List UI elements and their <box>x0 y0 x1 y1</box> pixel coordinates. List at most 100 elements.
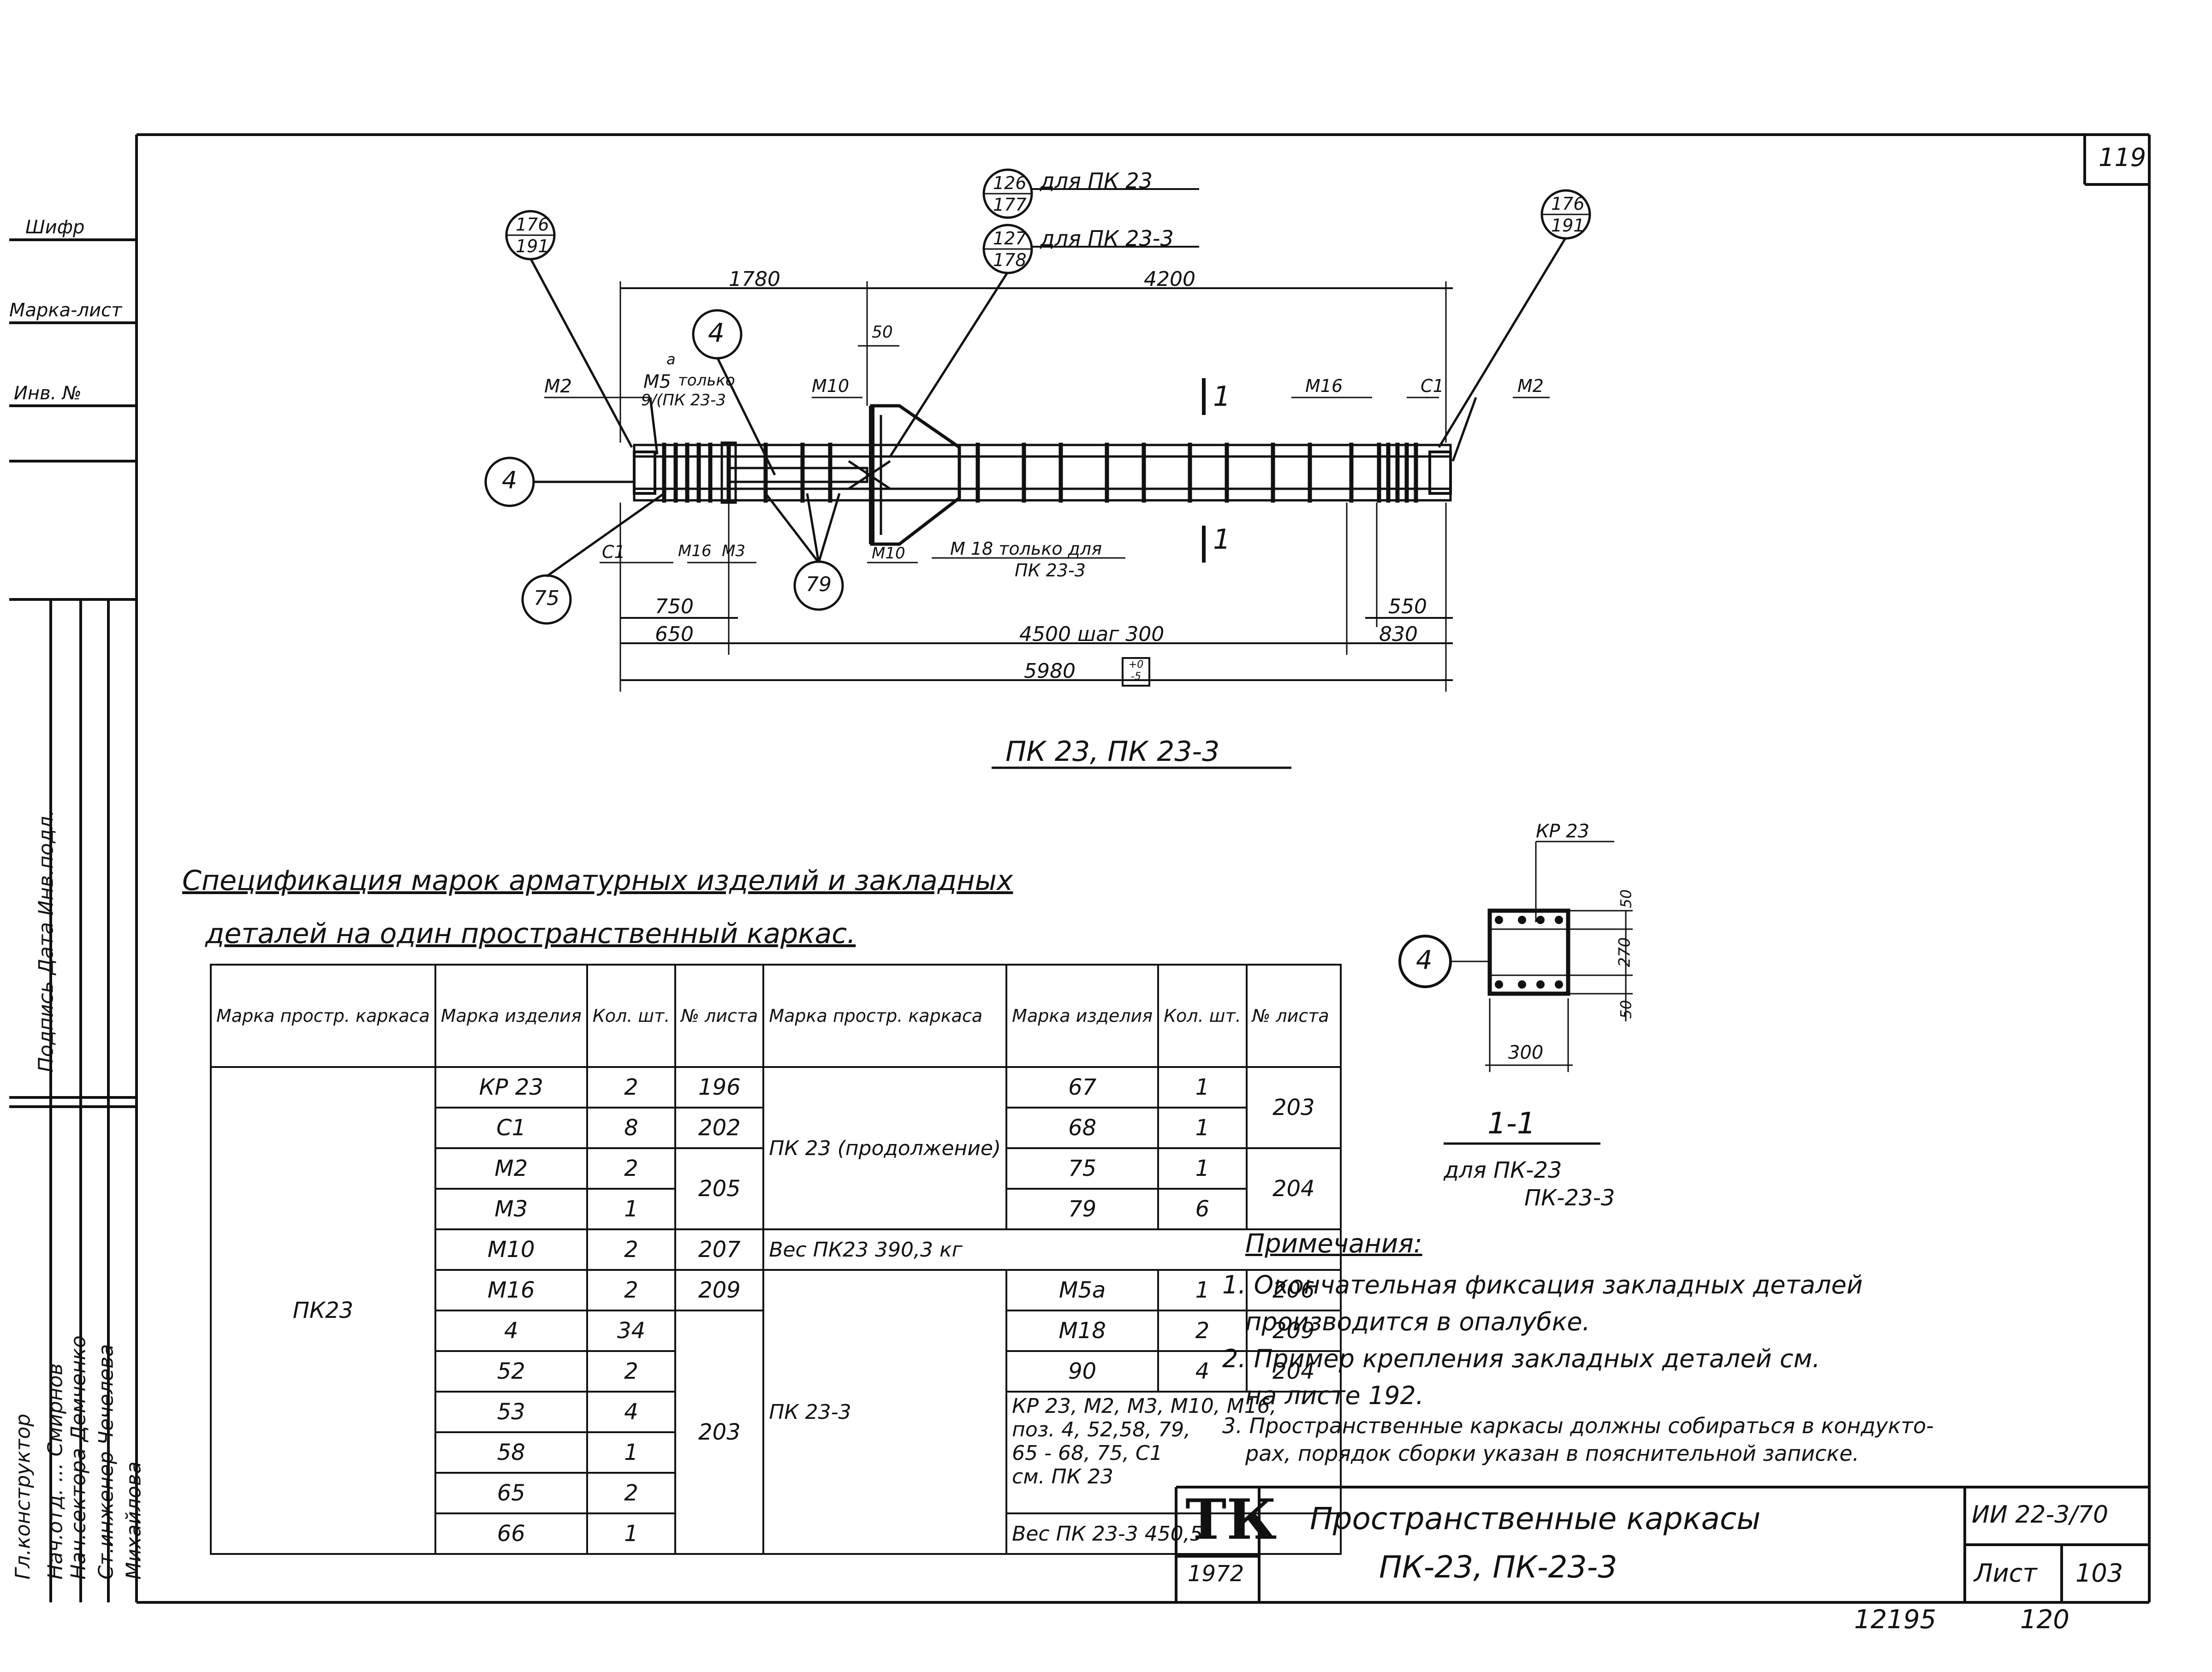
ref-pk233-label: для ПК 23-3 <box>1040 226 1174 251</box>
table-row: М10 2 207 Вес ПК23 390,3 кг <box>211 1228 1342 1271</box>
cell: 205 <box>674 1147 765 1230</box>
cell: 66 <box>434 1512 588 1555</box>
tk-logo: ТК <box>1185 1487 1277 1552</box>
dim-750: 750 <box>655 595 694 618</box>
ref-right-num: 176 <box>1551 194 1585 214</box>
tol-plus: +0 <box>1128 659 1144 670</box>
table-row: 66 1 Вес ПК 23-3 450,5 <box>211 1512 1342 1555</box>
cell: 209 <box>674 1269 765 1311</box>
table-row: М16 2 209 ПК 23-3 М5а 1 206 <box>211 1269 1342 1555</box>
section-mark-bottom: 1 <box>1213 523 1231 556</box>
section-dim-300: 300 <box>1508 1042 1544 1063</box>
cell: 196 <box>674 1066 765 1109</box>
cell: 4 <box>586 1391 677 1433</box>
cell: 8 <box>586 1107 677 1149</box>
cell: 1 <box>586 1431 677 1474</box>
cell: 6 <box>1157 1188 1248 1230</box>
label-only: только <box>678 371 735 390</box>
dim-4500: 4500 шаг 300 <box>1019 623 1165 646</box>
cell: 65 <box>434 1472 588 1514</box>
cell: 90 <box>1005 1350 1160 1393</box>
spec-left-group: ПК23 <box>210 1066 436 1555</box>
cell: 202 <box>674 1107 765 1149</box>
spec-h-3: № листа <box>674 964 765 1068</box>
spec-h-2: Кол. шт. <box>586 964 677 1068</box>
circle-75-text: 75 <box>534 587 559 610</box>
cell: 209 <box>1245 1310 1342 1352</box>
cell: 1 <box>1157 1107 1248 1149</box>
ref-pk23-label: для ПК 23 <box>1040 168 1153 193</box>
cell: 58 <box>434 1431 588 1474</box>
spec-note-line-1: КР 23, М2, М3, М10, М16, <box>1012 1394 1277 1418</box>
dim-4200: 4200 <box>1144 267 1195 291</box>
cell: 53 <box>434 1391 588 1433</box>
spec-h-1: Марка изделия <box>434 964 588 1068</box>
cell: 1 <box>586 1188 677 1230</box>
stamp-marka-list: Марка-лист <box>9 300 122 321</box>
cell: 204 <box>1245 1147 1342 1230</box>
table-row: 4 34 203 М18 2 209 <box>211 1310 1342 1555</box>
label-m2-right: М2 <box>1517 376 1544 396</box>
cell: 2 <box>1157 1310 1248 1352</box>
dim-550: 550 <box>1388 595 1427 618</box>
dim-50: 50 <box>872 323 893 342</box>
table-row: 58 1 <box>211 1431 1341 1474</box>
stamp-shifr: Шифр <box>25 217 85 238</box>
table-row: М3 1 79 6 <box>211 1188 1341 1230</box>
label-m16-right: М16 <box>1305 376 1343 396</box>
ref-pk23-den: 177 <box>993 195 1027 215</box>
bottom-number-left: 12195 <box>1854 1605 1937 1635</box>
note-line-4: на листе 192. <box>1245 1381 1424 1410</box>
label-m18-pk233: ПК 23-3 <box>1015 560 1086 581</box>
cell: 68 <box>1005 1107 1160 1149</box>
label-m10-top: М10 <box>812 376 850 396</box>
cell: 1 <box>1157 1269 1248 1311</box>
dim-tolerance-box: +0 -5 <box>1122 657 1150 687</box>
section-for-label-2: ПК-23-3 <box>1524 1185 1615 1211</box>
cell: 2 <box>586 1228 677 1271</box>
cell: 204 <box>1245 1350 1342 1393</box>
stamp-inv: Инв. № <box>14 383 82 404</box>
label-m2-left: М2 <box>544 376 572 397</box>
cell: М16 <box>434 1269 588 1311</box>
label-c1-right: С1 <box>1421 376 1444 396</box>
cell: 4 <box>1157 1350 1248 1393</box>
spec-h-0: Марка простр. каркаса <box>210 964 436 1068</box>
title-year: 1972 <box>1188 1561 1244 1587</box>
section-mark-top: 1 <box>1213 380 1231 413</box>
cell: М10 <box>434 1228 588 1271</box>
cell: 1 <box>1157 1147 1248 1190</box>
cell: 34 <box>586 1310 677 1352</box>
dim-1780: 1780 <box>729 267 780 291</box>
cell: 2 <box>586 1066 677 1109</box>
ref-right-den: 191 <box>1551 215 1585 236</box>
cell: М3 <box>434 1188 588 1230</box>
section-title: 1-1 <box>1487 1107 1536 1141</box>
cell: М2 <box>434 1147 588 1190</box>
page-number: 119 <box>2099 143 2147 172</box>
cell: 1 <box>586 1512 677 1555</box>
spec-right-group-2: ПК 23-3 <box>762 1269 1008 1555</box>
ref-pk233-num: 127 <box>993 228 1027 249</box>
table-row: 65 2 <box>211 1472 1341 1514</box>
notes-title: Примечания: <box>1245 1229 1422 1259</box>
spec-note-pk233: КР 23, М2, М3, М10, М16, поз. 4, 52,58, … <box>1005 1391 1342 1514</box>
label-m3: М3 <box>722 542 745 560</box>
cell: 206 <box>1245 1269 1342 1311</box>
title-sheet-label: Лист <box>1974 1559 2037 1588</box>
ref-pk23-num: 126 <box>993 173 1027 193</box>
cell: 2 <box>586 1269 677 1311</box>
note-line-6: рах, порядок сборки указан в пояснительн… <box>1245 1441 1859 1466</box>
note-line-5: 3. Пространственные каркасы должны собир… <box>1222 1413 1934 1438</box>
table-row: 53 4 КР 23, М2, М3, М10, М16, поз. 4, 52… <box>211 1391 1342 1514</box>
note-line-1: 1. Окончательная фиксация закладных дета… <box>1222 1270 1863 1299</box>
circle-4-top-text: 4 <box>708 318 725 348</box>
spec-right-group-1: ПК 23 (продолжение) <box>762 1066 1008 1230</box>
dim-5980: 5980 <box>1024 659 1076 683</box>
label-m5-a: а <box>666 350 676 368</box>
cell: 4 <box>434 1310 588 1352</box>
drawing-title: ПК 23, ПК 23-3 <box>1005 735 1220 768</box>
